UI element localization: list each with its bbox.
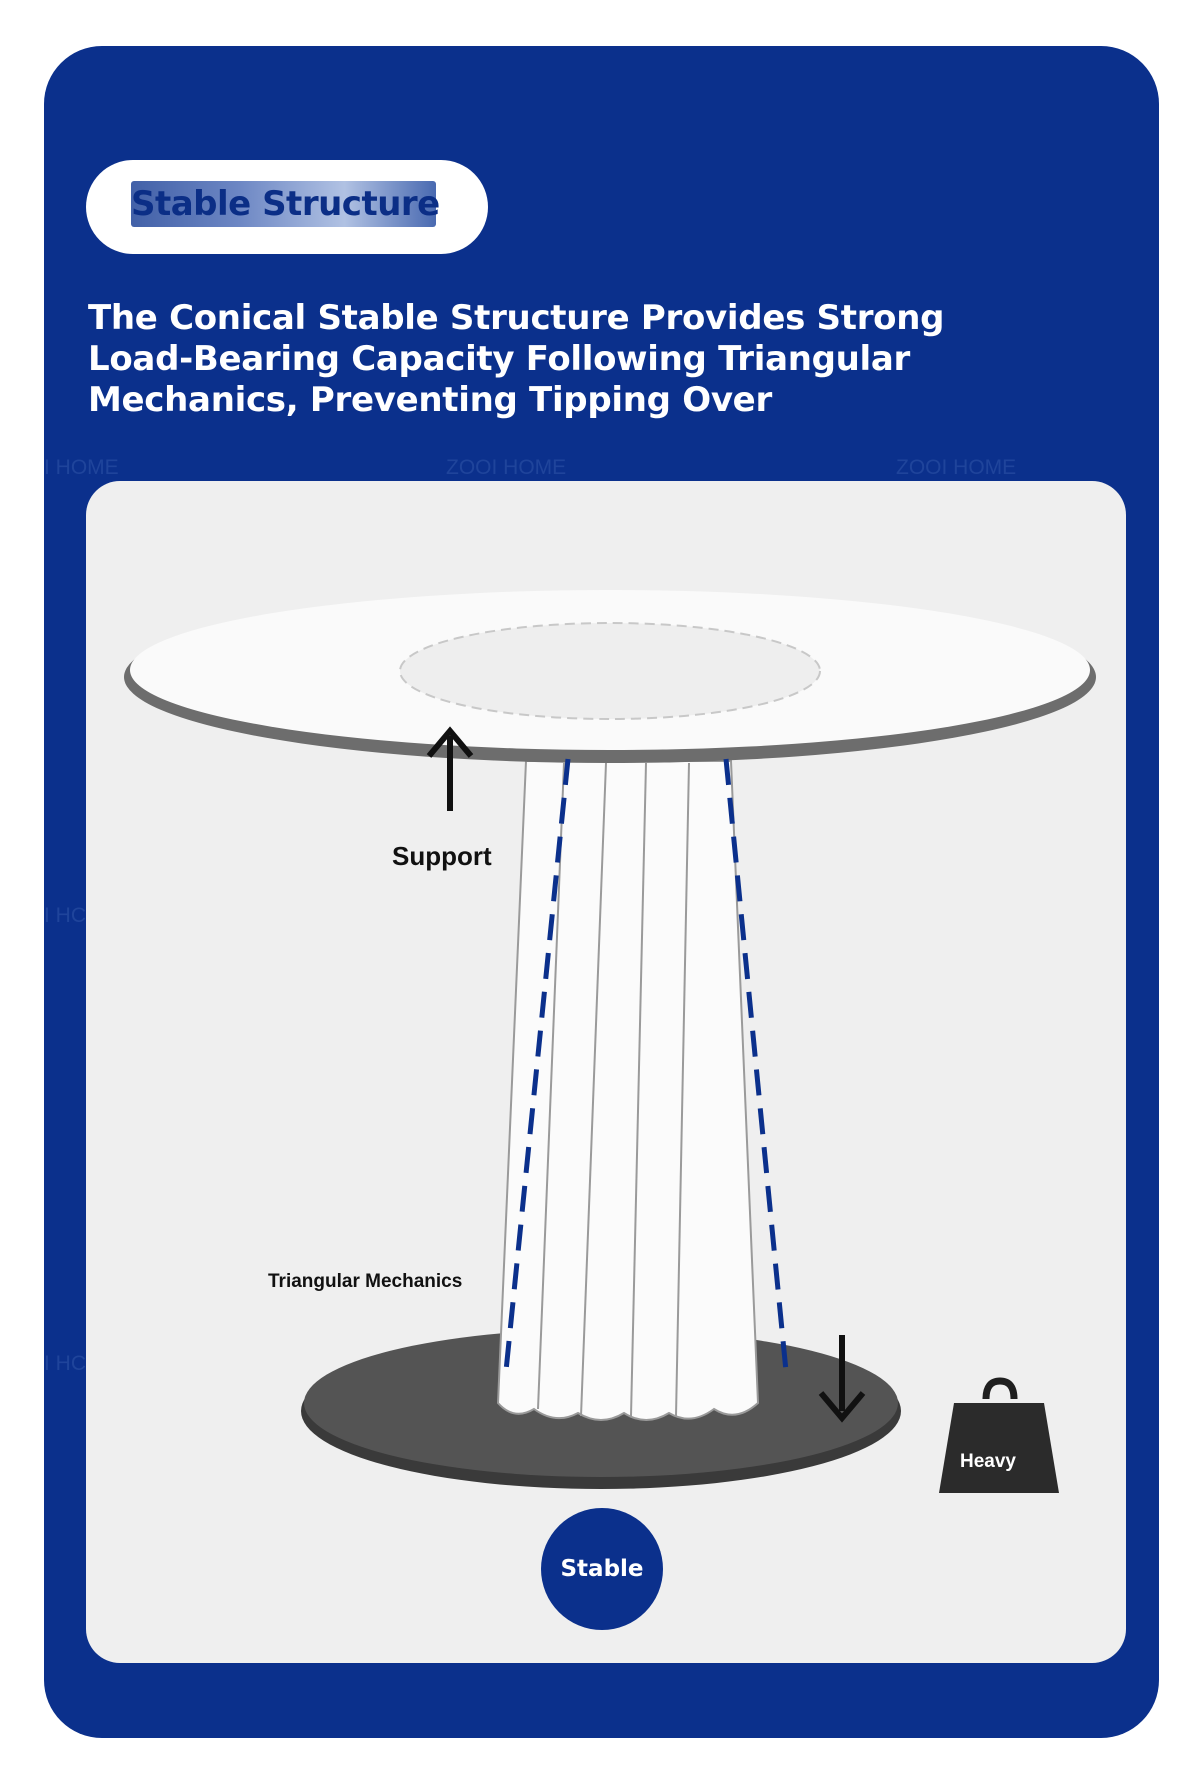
column-flute	[675, 762, 690, 1417]
stable-badge: Stable	[541, 1508, 663, 1630]
headline: The Conical Stable Structure Provides St…	[88, 298, 988, 421]
down-arrow-icon	[818, 1335, 866, 1423]
badge-label: Stable Structure	[131, 184, 440, 224]
headline-line-1: The Conical Stable Structure Provides St…	[88, 298, 945, 338]
column-flute	[580, 762, 607, 1417]
pedestal-column	[496, 760, 760, 1421]
up-arrow-icon	[426, 726, 474, 811]
section-badge: Stable Structure	[86, 160, 488, 254]
watermark-partial: I HC	[44, 904, 86, 927]
stable-structure-card: Stable Structure The Conical Stable Stru…	[44, 46, 1159, 1738]
column-flute	[630, 762, 647, 1417]
triangular-mechanics-label: Triangular Mechanics	[268, 1271, 463, 1292]
headline-line-2: Load-Bearing Capacity Following Triangul…	[88, 339, 911, 379]
watermark-partial: I HOME	[44, 456, 119, 479]
table-diagram	[124, 590, 1096, 1493]
weight-icon	[939, 1377, 1059, 1493]
diagram-panel: Support Triangular Mechanics Heavy Stabl…	[86, 481, 1126, 1663]
watermark: ZOOI HOME	[446, 456, 567, 479]
right-force-line	[723, 758, 789, 1372]
support-label: Support	[392, 841, 492, 871]
watermark: ZOOI HOME	[896, 456, 1017, 479]
watermark-partial: I HC	[44, 1352, 86, 1375]
left-force-line	[503, 758, 571, 1372]
badge-brush-stroke	[131, 181, 436, 227]
tabletop-center-ring	[399, 622, 821, 720]
heavy-weight-label: Heavy	[960, 1451, 1016, 1472]
headline-line-3: Mechanics, Preventing Tipping Over	[88, 380, 772, 420]
column-flute	[537, 762, 565, 1410]
